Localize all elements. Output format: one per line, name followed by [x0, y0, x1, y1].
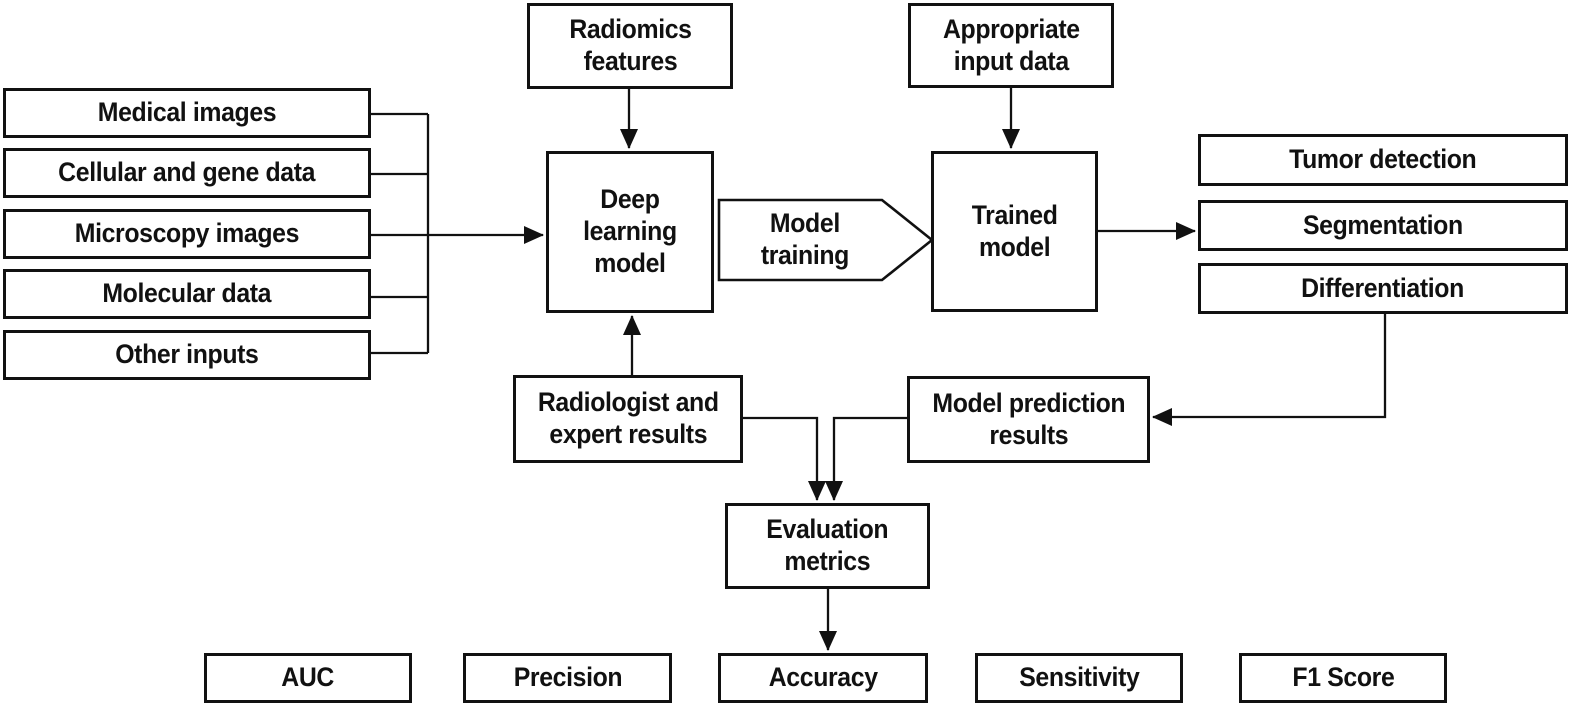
trained-model-box: Trained model: [931, 151, 1098, 312]
evaluation-metrics-label: Evaluation metrics: [766, 514, 889, 576]
input-box-molecular-data-label: Molecular data: [102, 278, 272, 309]
output-box-differentiation-label: Differentiation: [1301, 272, 1465, 303]
deep-learning-model-label: Deep learning model: [583, 184, 677, 278]
metric-box-sensitivity: Sensitivity: [975, 653, 1183, 703]
model-training-label: Model training: [760, 208, 849, 270]
output-box-tumor-detection-label: Tumor detection: [1289, 144, 1477, 175]
input-box-cellular-gene-data: Cellular and gene data: [3, 148, 371, 198]
metric-box-auc-label: AUC: [281, 662, 335, 693]
model-prediction-results-label: Model prediction results: [932, 387, 1125, 450]
arrow-differentiation-to-prediction: [1152, 314, 1387, 426]
arrow-prediction-to-evaluation: [825, 416, 907, 501]
appropriate-input-data-label: Appropriate input data: [942, 13, 1080, 76]
metric-box-accuracy: Accuracy: [718, 653, 928, 703]
output-box-segmentation: Segmentation: [1198, 200, 1568, 251]
model-prediction-results-box: Model prediction results: [907, 376, 1150, 463]
output-box-tumor-detection: Tumor detection: [1198, 134, 1568, 186]
metric-box-auc: AUC: [204, 653, 412, 703]
input-box-other-inputs-label: Other inputs: [115, 339, 259, 370]
appropriate-input-data-box: Appropriate input data: [908, 3, 1114, 88]
deep-learning-model-box: Deep learning model: [546, 151, 714, 313]
metric-box-precision-label: Precision: [513, 662, 622, 693]
output-box-differentiation: Differentiation: [1198, 263, 1568, 314]
metric-box-accuracy-label: Accuracy: [768, 662, 878, 693]
radiomics-features-box: Radiomics features: [527, 3, 733, 89]
metric-box-sensitivity-label: Sensitivity: [1018, 662, 1140, 693]
input-box-cellular-gene-data-label: Cellular and gene data: [58, 157, 316, 188]
input-box-molecular-data: Molecular data: [3, 269, 371, 319]
output-box-segmentation-label: Segmentation: [1303, 209, 1463, 240]
metric-box-precision: Precision: [463, 653, 672, 703]
evaluation-metrics-box: Evaluation metrics: [725, 503, 930, 589]
radiologist-expert-results-box: Radiologist and expert results: [513, 375, 743, 463]
trained-model-label: Trained model: [971, 199, 1058, 262]
input-box-medical-images-label: Medical images: [97, 97, 277, 128]
arrow-radiologist-to-evaluation: [743, 416, 826, 501]
radiomics-features-label: Radiomics features: [568, 14, 692, 76]
input-box-microscopy-images: Microscopy images: [3, 209, 371, 259]
input-box-medical-images: Medical images: [3, 88, 371, 138]
model-training-step: Model training: [719, 200, 890, 280]
model-training-chevron: [717, 198, 935, 282]
input-box-microscopy-images-label: Microscopy images: [74, 218, 300, 249]
metric-box-f1-score-label: F1 Score: [1291, 662, 1394, 693]
metric-box-f1-score: F1 Score: [1239, 653, 1447, 703]
radiologist-expert-results-label: Radiologist and expert results: [537, 387, 719, 449]
input-box-other-inputs: Other inputs: [3, 330, 371, 380]
